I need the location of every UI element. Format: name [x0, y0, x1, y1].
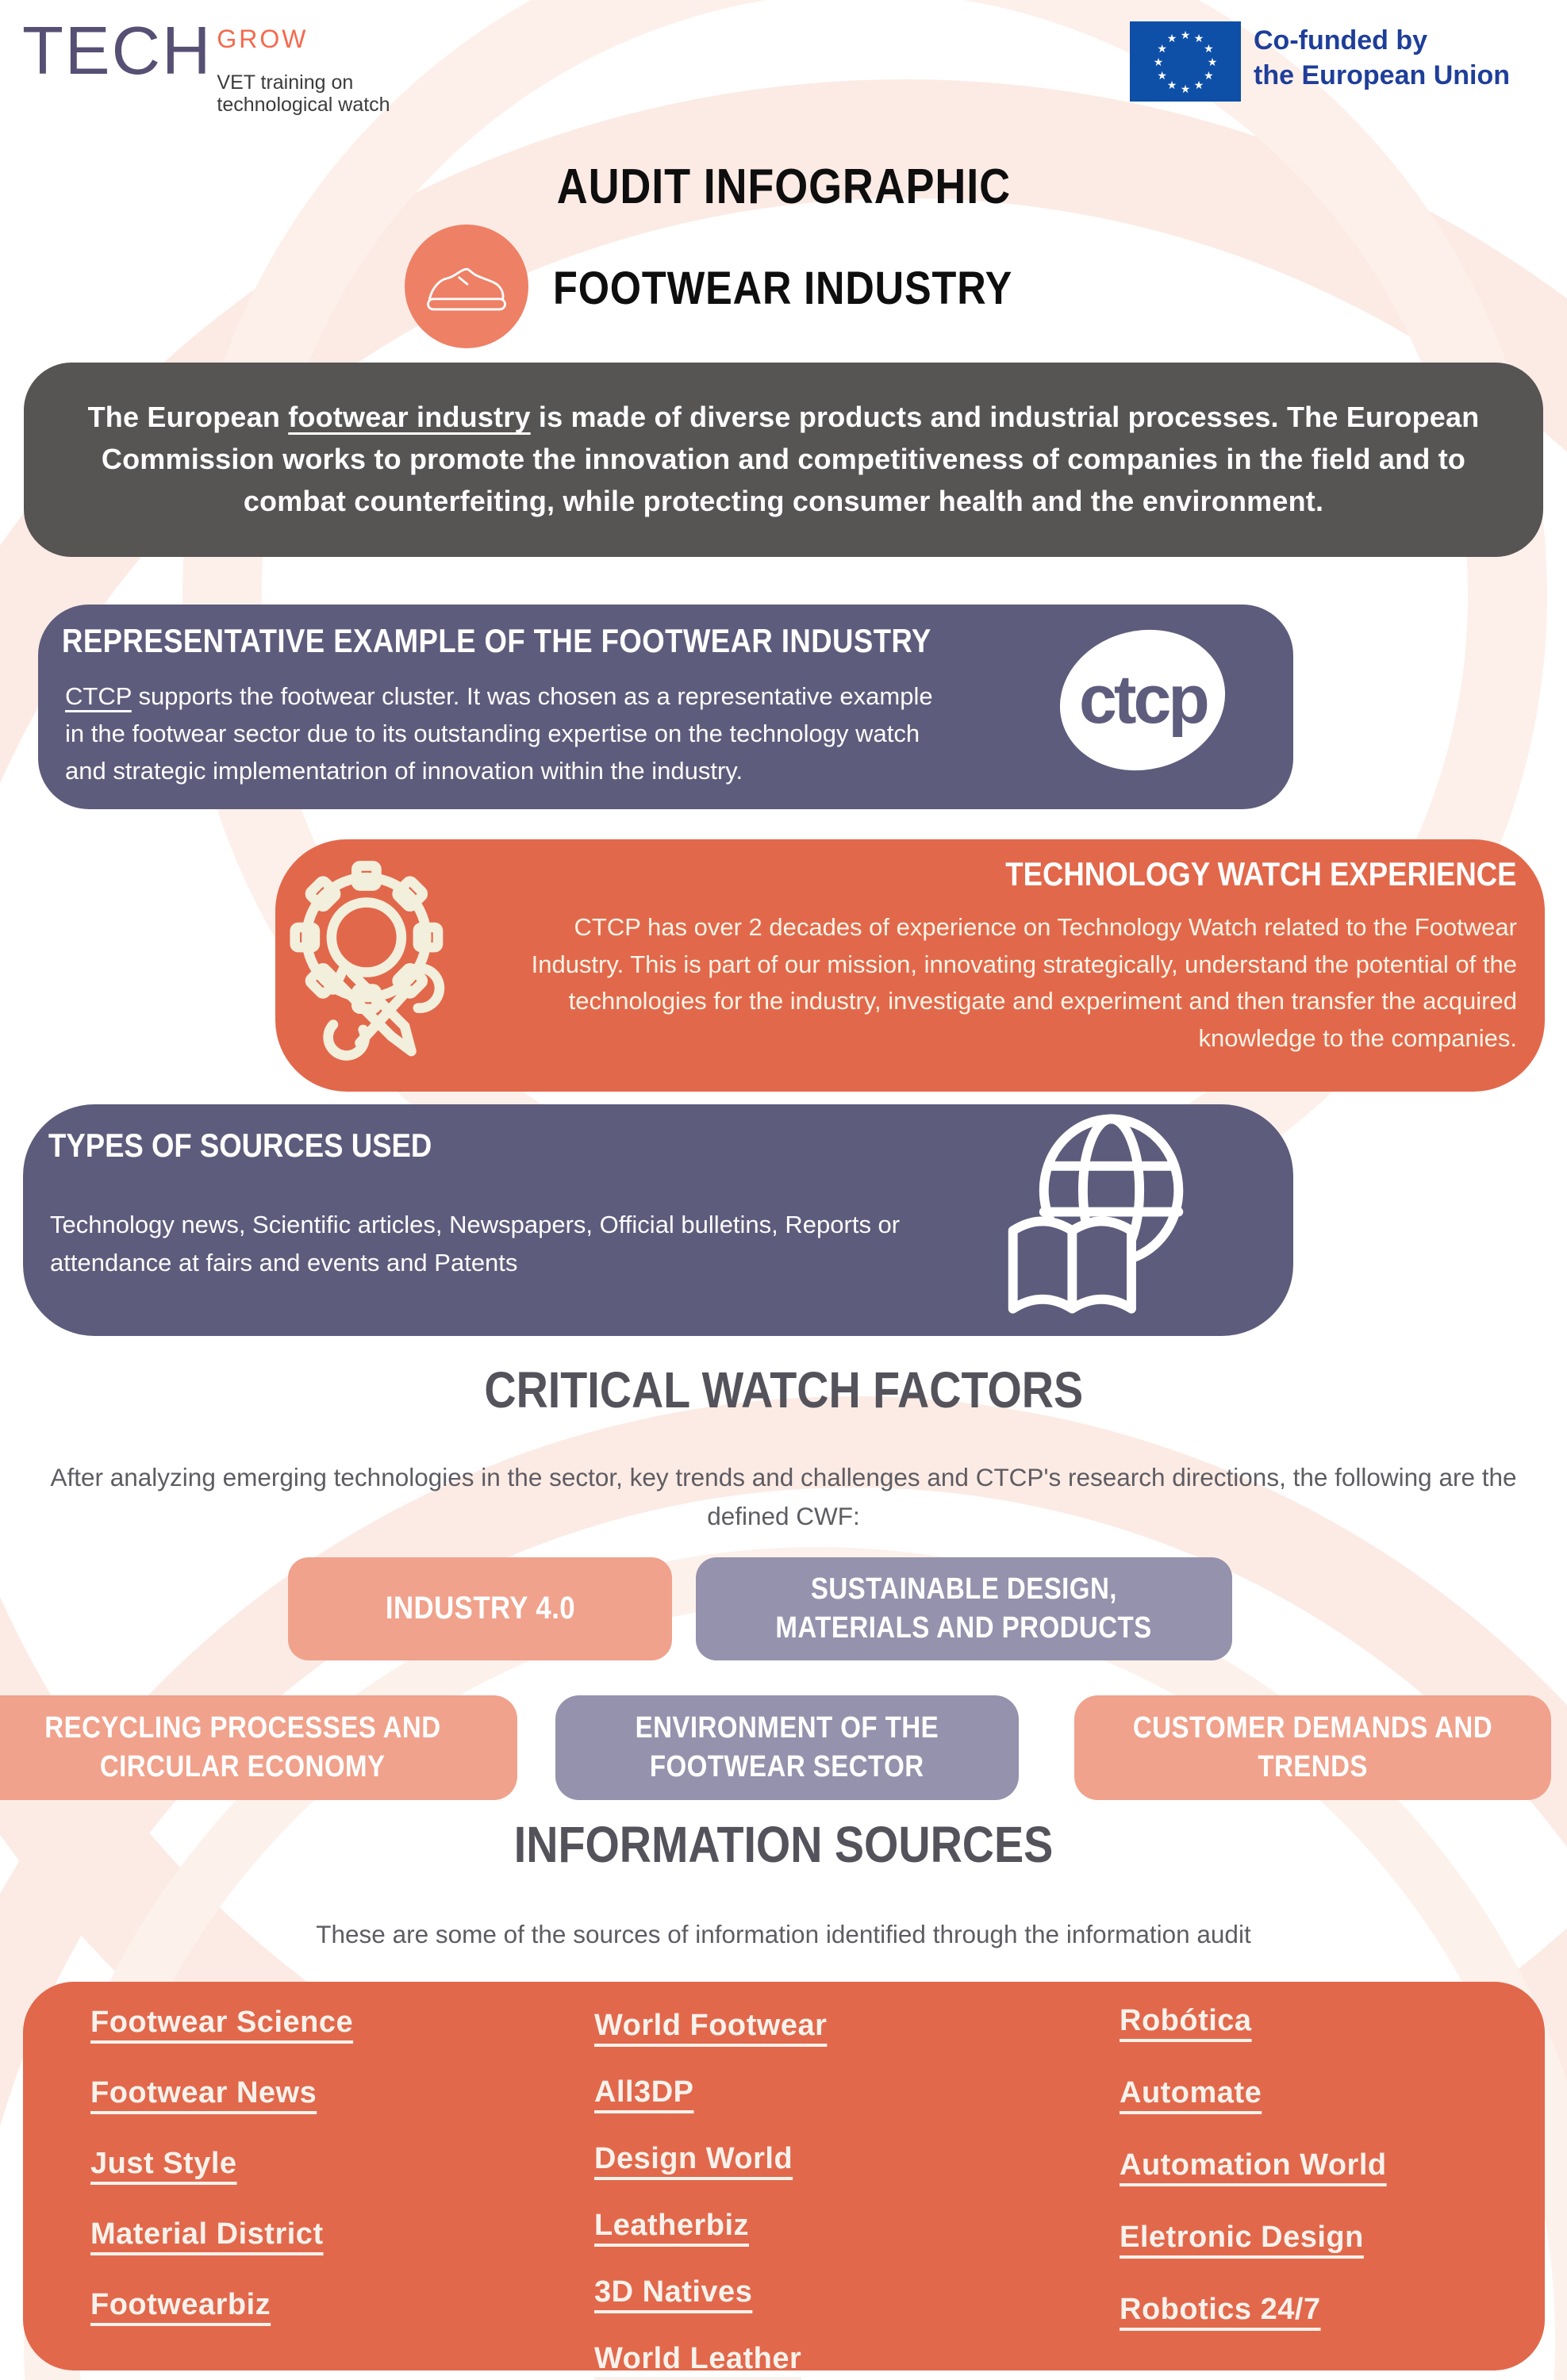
star-icon: ★ [1166, 78, 1177, 91]
ctcp-link[interactable]: CTCP [65, 682, 132, 710]
technology-watch-experience-box: TECHNOLOGY WATCH EXPERIENCE CTCP has ove… [275, 839, 1545, 1092]
link-3d-natives[interactable]: 3D Natives [594, 2275, 753, 2309]
link-all3dp[interactable]: All3DP [594, 2075, 694, 2109]
star-icon: ★ [1193, 32, 1204, 45]
sources-column-3: Robótica Automate Automation World Eletr… [1120, 2004, 1387, 2327]
techgrow-logo: TECH GROW VET training on technological … [22, 13, 390, 116]
experience-title: TECHNOLOGY WATCH EXPERIENCE [1005, 855, 1517, 892]
star-icon: ★ [1166, 32, 1177, 45]
factor-customer-demands-trends: CUSTOMER DEMANDS AND TRENDS [1074, 1695, 1551, 1800]
intro-text: The European footwear industry is made o… [87, 401, 1480, 517]
link-design-world[interactable]: Design World [594, 2142, 793, 2175]
experience-body: CTCP has over 2 decades of experience on… [531, 913, 1517, 1052]
link-material-district[interactable]: Material District [90, 2217, 324, 2251]
footwear-industry-link[interactable]: footwear industry [288, 401, 531, 434]
factor-industry-4-0: INDUSTRY 4.0 [288, 1557, 672, 1660]
critical-watch-factors-title: CRITICAL WATCH FACTORS [484, 1361, 1083, 1418]
logo-tech-text: TECH [22, 13, 213, 89]
information-sources-title: INFORMATION SOURCES [513, 1816, 1054, 1873]
critical-watch-factors-intro: After analyzing emerging technologies in… [50, 1463, 1517, 1530]
information-sources-box: Footwear Science Footwear News Just Styl… [23, 1982, 1545, 2375]
link-eletronic-design[interactable]: Eletronic Design [1120, 2221, 1364, 2254]
sources-column-1: Footwear Science Footwear News Just Styl… [90, 2006, 353, 2322]
star-icon: ★ [1157, 41, 1167, 55]
star-icon: ★ [1193, 78, 1204, 91]
footwear-badge [405, 225, 528, 348]
star-icon: ★ [1204, 41, 1214, 55]
intro-box: The European footwear industry is made o… [24, 363, 1543, 557]
types-of-sources-body: Technology news, Scientific articles, Ne… [50, 1211, 901, 1277]
eu-funding-label: Co-funded by the European Union [1254, 25, 1510, 91]
link-footwear-science[interactable]: Footwear Science [90, 2006, 354, 2039]
logo-grow-text: GROW [217, 25, 309, 53]
link-robotica[interactable]: Robótica [1120, 2004, 1252, 2037]
star-icon: ★ [1180, 82, 1191, 95]
star-icon: ★ [1207, 55, 1218, 68]
link-footwear-news[interactable]: Footwear News [90, 2076, 317, 2109]
types-of-sources-title: TYPES OF SOURCES USED [48, 1127, 432, 1164]
ctcp-logo: ctcp [1044, 612, 1241, 788]
information-sources-intro: These are some of the sources of informa… [316, 1920, 1251, 1948]
link-robotics-24-7[interactable]: Robotics 24/7 [1120, 2293, 1321, 2326]
eu-flag-icon: ★ ★ ★ ★ ★ ★ ★ ★ ★ ★ ★ ★ [1130, 21, 1241, 102]
link-leatherbiz[interactable]: Leatherbiz [594, 2209, 750, 2242]
sneaker-icon [427, 267, 506, 311]
star-icon: ★ [1180, 28, 1191, 41]
sources-column-2: World Footwear All3DP Design World Leath… [594, 2009, 827, 2376]
factor-recycling-circular-economy: RECYCLING PROCESSES AND CIRCULAR ECONOMY [0, 1695, 517, 1800]
link-automate[interactable]: Automate [1120, 2076, 1262, 2109]
logo-tagline: VET training on technological watch [217, 71, 390, 116]
representative-example-box: REPRESENTATIVE EXAMPLE OF THE FOOTWEAR I… [38, 605, 1293, 809]
globe-book-icon [972, 1112, 1202, 1325]
section-title-footwear-industry: FOOTWEAR INDUSTRY [553, 263, 1013, 314]
link-just-style[interactable]: Just Style [90, 2147, 237, 2180]
star-icon: ★ [1153, 55, 1164, 68]
star-icon: ★ [1157, 68, 1167, 82]
types-of-sources-box: TYPES OF SOURCES USED Technology news, S… [23, 1104, 1293, 1336]
link-world-footwear[interactable]: World Footwear [594, 2009, 828, 2042]
star-icon: ★ [1204, 68, 1214, 82]
link-footwearbiz[interactable]: Footwearbiz [90, 2288, 271, 2321]
factor-environment-footwear-sector: ENVIRONMENT OF THE FOOTWEAR SECTOR [555, 1695, 1019, 1800]
factor-sustainable-design: SUSTAINABLE DESIGN, MATERIALS AND PRODUC… [696, 1557, 1232, 1660]
eu-funding-block: ★ ★ ★ ★ ★ ★ ★ ★ ★ ★ ★ ★ Co-funded by the… [1130, 21, 1510, 102]
representative-body: CTCP supports the footwear cluster. It w… [65, 682, 933, 785]
link-world-leather[interactable]: World Leather [594, 2342, 802, 2375]
page-title: AUDIT INFOGRAPHIC [556, 159, 1011, 214]
representative-title: REPRESENTATIVE EXAMPLE OF THE FOOTWEAR I… [62, 622, 931, 659]
link-automation-world[interactable]: Automation World [1120, 2148, 1387, 2182]
gear-wrench-icon [283, 858, 454, 1066]
